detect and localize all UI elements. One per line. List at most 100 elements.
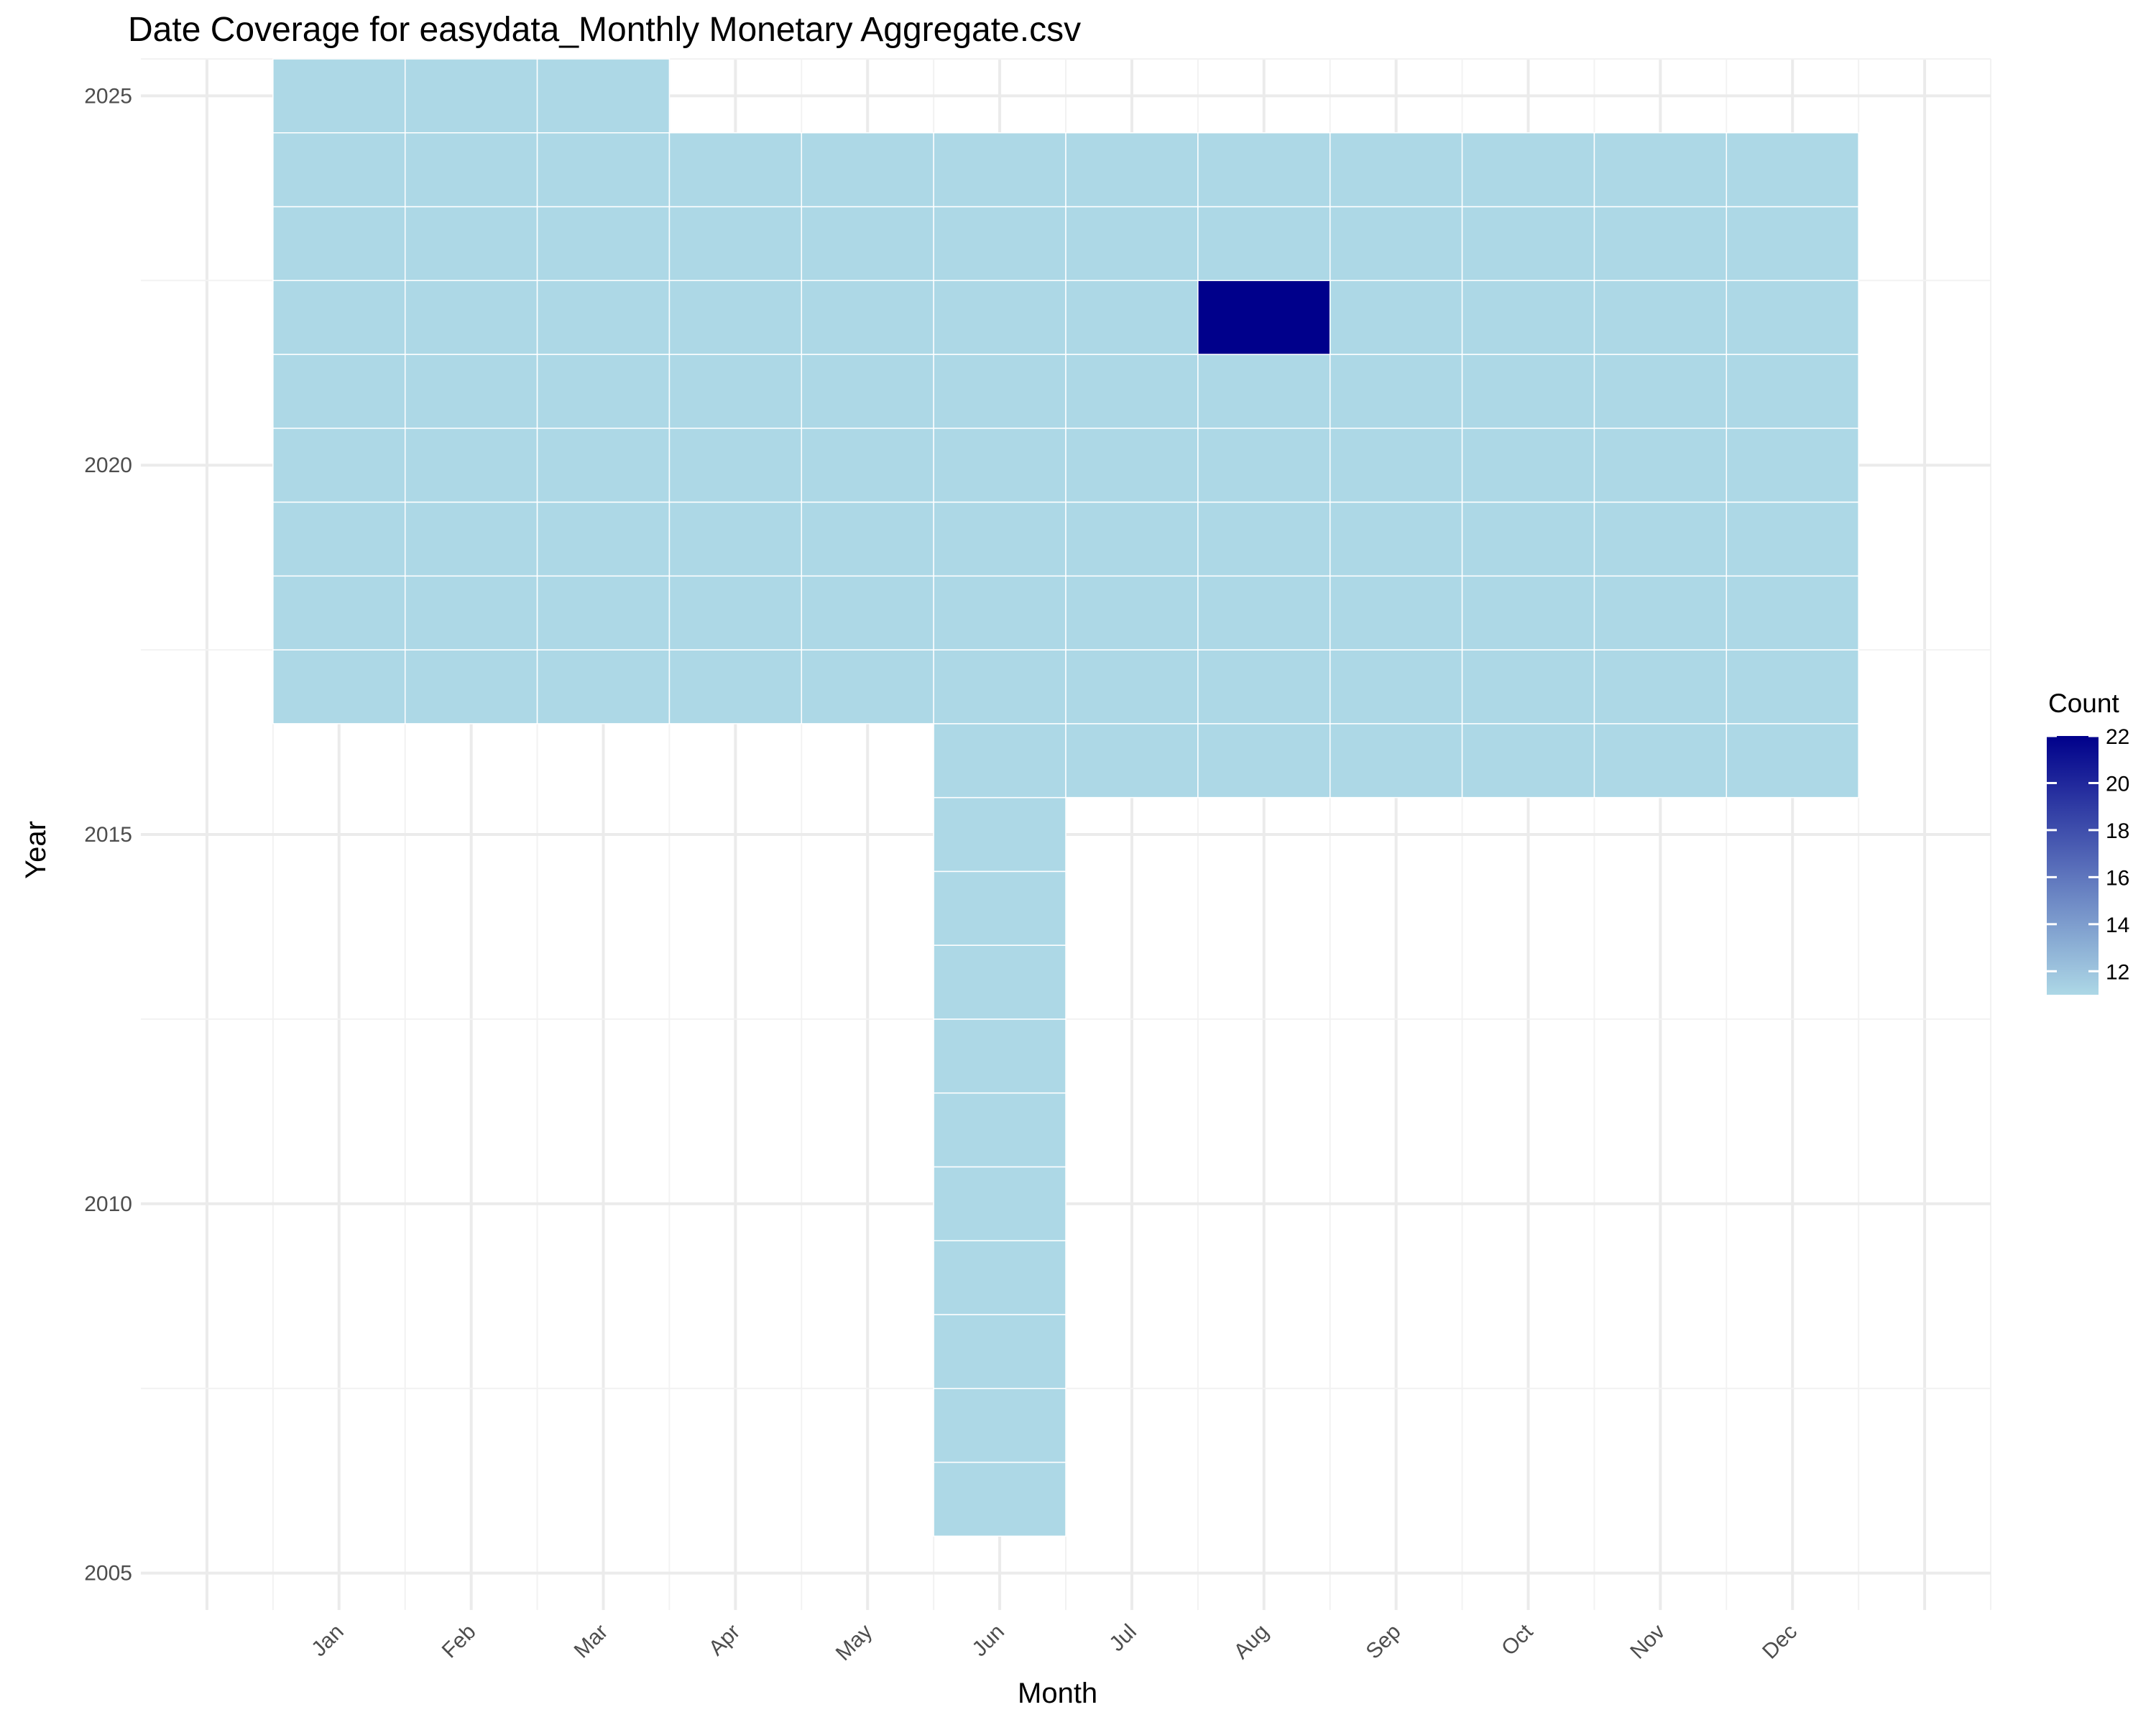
legend-tick-label-22: 22: [2106, 725, 2129, 749]
heatmap-cell-may-2018: [801, 575, 934, 650]
heatmap-cell-jan-2021: [272, 354, 406, 429]
heatmap-cell-oct-2024: [1461, 132, 1595, 208]
heatmap-cell-feb-2017: [404, 649, 538, 724]
heatmap-cell-mar-2024: [536, 132, 671, 208]
heatmap-cell-feb-2021: [404, 354, 538, 429]
x-tick-label-may: May: [831, 1620, 877, 1665]
heatmap-cell-may-2020: [801, 428, 934, 503]
heatmap-cell-aug-2018: [1197, 575, 1331, 650]
x-tick-label-oct: Oct: [1497, 1619, 1538, 1660]
heatmap-cell-feb-2019: [404, 501, 538, 577]
heatmap-cell-aug-2024: [1197, 132, 1331, 208]
heatmap-cell-oct-2016: [1461, 723, 1595, 799]
heatmap-cell-apr-2017: [668, 649, 803, 724]
heatmap-cell-jun-2016: [933, 723, 1067, 799]
heatmap-cell-nov-2016: [1593, 723, 1728, 799]
heatmap-cell-may-2021: [801, 354, 934, 429]
heatmap-cell-oct-2017: [1461, 649, 1595, 724]
heatmap-cell-mar-2020: [536, 428, 671, 503]
heatmap-cell-feb-2018: [404, 575, 538, 650]
heatmap-cell-mar-2018: [536, 575, 671, 650]
heatmap-cell-nov-2024: [1593, 132, 1728, 208]
heatmap-cell-sep-2018: [1329, 575, 1463, 650]
y-tick-label-2015: 2015: [84, 823, 132, 847]
heatmap-cell-aug-2023: [1197, 206, 1331, 282]
x-tick-label-mar: Mar: [570, 1620, 613, 1663]
heatmap-cell-dec-2023: [1726, 206, 1859, 282]
heatmap-cell-sep-2024: [1329, 132, 1463, 208]
heatmap-cell-nov-2021: [1593, 354, 1728, 429]
heatmap-cell-apr-2018: [668, 575, 803, 650]
heatmap-cell-jul-2020: [1065, 428, 1199, 503]
heatmap-cell-aug-2017: [1197, 649, 1331, 724]
legend-tick-label-18: 18: [2106, 819, 2129, 843]
heatmap-cell-may-2023: [801, 206, 934, 282]
heatmap-cell-nov-2023: [1593, 206, 1728, 282]
heatmap-cell-jun-2008: [933, 1314, 1067, 1389]
legend-colorbar: [2047, 736, 2099, 995]
heatmap-cell-jun-2006: [933, 1461, 1067, 1537]
heatmap-cell-dec-2019: [1726, 501, 1859, 577]
heatmap-cell-mar-2021: [536, 354, 671, 429]
heatmap-cell-apr-2023: [668, 206, 803, 282]
legend-title: Count: [2048, 689, 2119, 718]
y-axis-title: Year: [19, 821, 52, 879]
heatmap-cell-jun-2017: [933, 649, 1067, 724]
heatmap-cell-sep-2023: [1329, 206, 1463, 282]
heatmap-cell-may-2017: [801, 649, 934, 724]
heatmap-cell-mar-2022: [536, 280, 671, 355]
legend-tick-label-20: 20: [2106, 772, 2129, 796]
heatmap-cell-feb-2024: [404, 132, 538, 208]
heatmap-cell-jun-2013: [933, 944, 1067, 1020]
heatmap-cell-sep-2017: [1329, 649, 1463, 724]
heatmap-cell-jun-2024: [933, 132, 1067, 208]
heatmap-cell-mar-2017: [536, 649, 671, 724]
heatmap-cell-dec-2017: [1726, 649, 1859, 724]
heatmap-cell-apr-2020: [668, 428, 803, 503]
heatmap-cell-jun-2015: [933, 796, 1067, 873]
heatmap-cell-apr-2024: [668, 132, 803, 208]
heatmap-cell-jun-2019: [933, 501, 1067, 577]
heatmap-cell-jul-2022: [1065, 280, 1199, 355]
y-tick-label-2005: 2005: [84, 1562, 132, 1586]
heatmap-cell-jun-2007: [933, 1387, 1067, 1463]
heatmap-cell-jan-2020: [272, 428, 406, 503]
heatmap-cell-apr-2022: [668, 280, 803, 355]
heatmap-cell-jan-2019: [272, 501, 406, 577]
heatmap-cell-jun-2018: [933, 575, 1067, 650]
heatmap-cell-aug-2016: [1197, 723, 1331, 799]
x-tick-label-jul: Jul: [1105, 1620, 1141, 1656]
legend-tick-label-16: 16: [2106, 866, 2129, 890]
heatmap-cell-dec-2021: [1726, 354, 1859, 429]
legend-tick-label-14: 14: [2106, 914, 2129, 937]
x-tick-label-jan: Jan: [307, 1620, 349, 1662]
x-tick-label-aug: Aug: [1230, 1620, 1273, 1664]
heatmap-cell-jun-2021: [933, 354, 1067, 429]
heatmap-cell-jul-2024: [1065, 132, 1199, 208]
heatmap-cell-aug-2021: [1197, 354, 1331, 429]
heatmap-cell-oct-2019: [1461, 501, 1595, 577]
heatmap-cell-jun-2020: [933, 428, 1067, 503]
heatmap-cell-dec-2024: [1726, 132, 1859, 208]
y-tick-label-2020: 2020: [84, 454, 132, 477]
heatmap-cell-apr-2019: [668, 501, 803, 577]
heatmap-cell-nov-2020: [1593, 428, 1728, 503]
heatmap-cell-may-2019: [801, 501, 934, 577]
heatmap-cell-aug-2019: [1197, 501, 1331, 577]
heatmap-cell-mar-2019: [536, 501, 671, 577]
x-tick-label-jun: Jun: [967, 1620, 1009, 1662]
x-tick-label-nov: Nov: [1626, 1620, 1669, 1664]
heatmap-cell-feb-2020: [404, 428, 538, 503]
y-tick-label-2010: 2010: [84, 1192, 132, 1216]
heatmap-cell-may-2022: [801, 280, 934, 355]
heatmap-cell-sep-2016: [1329, 723, 1463, 799]
heatmap-cell-may-2024: [801, 132, 934, 208]
heatmap-cell-jun-2023: [933, 206, 1067, 282]
x-tick-label-dec: Dec: [1758, 1620, 1802, 1664]
heatmap-cell-nov-2019: [1593, 501, 1728, 577]
heatmap-cell-oct-2023: [1461, 206, 1595, 282]
heatmap-cell-jul-2021: [1065, 354, 1199, 429]
heatmap-cell-jan-2024: [272, 132, 406, 208]
heatmap-cell-apr-2021: [668, 354, 803, 429]
